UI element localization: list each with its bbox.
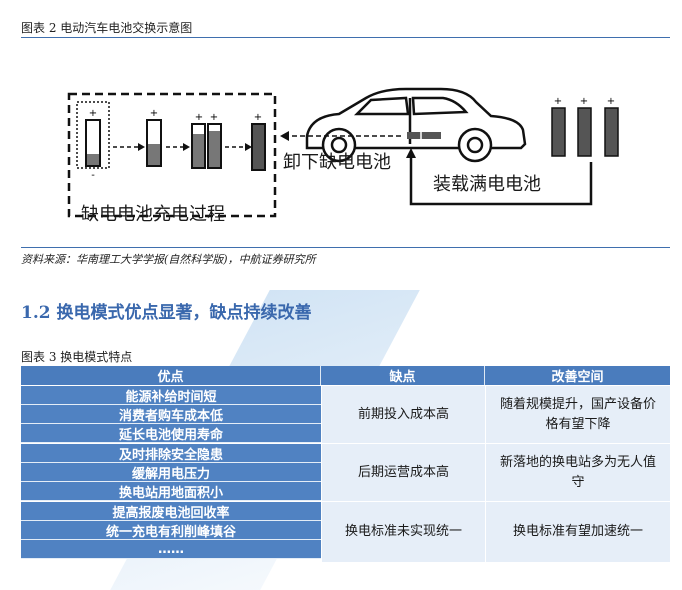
advantage-item: 换电站用地面积小 — [21, 482, 321, 501]
svg-text:+: + — [150, 108, 158, 119]
table-header-row: 优点 缺点 改善空间 — [21, 366, 670, 385]
svg-text:-: - — [91, 170, 95, 181]
table-row: 能源补给时间短 消费者购车成本低 延长电池使用寿命 前期投入成本高 随着规模提升… — [21, 385, 670, 443]
header-advantages: 优点 — [21, 366, 321, 385]
advantage-item: 缓解用电压力 — [21, 463, 321, 482]
table-caption: 图表 3 换电模式特点 — [21, 350, 133, 364]
car-battery-icon — [407, 132, 441, 139]
header-improvement: 改善空间 — [551, 370, 604, 385]
table-row: 提高报废电池回收率 统一充电有利削峰填谷 …… 换电标准未实现统一 换电标准有望… — [21, 501, 670, 562]
section-title: 1.2 换电模式优点显著，缺点持续改善 — [21, 303, 312, 323]
advantage-item: 能源补给时间短 — [21, 386, 321, 405]
improvement-cell: 新落地的换电站多为无人值守 — [485, 444, 670, 501]
load-label: 装载满电电池 — [433, 174, 541, 195]
load-arrow — [409, 156, 593, 206]
source-rule — [21, 247, 670, 248]
svg-text:+: + — [210, 112, 218, 123]
svg-text:+: + — [89, 108, 97, 119]
improvement-cell: 随着规模提升，国产设备价格有望下降 — [485, 386, 670, 443]
features-table: 优点 缺点 改善空间 能源补给时间短 消费者购车成本低 延长电池使用寿命 前期投… — [21, 366, 670, 562]
disadvantage-cell: 换电标准未实现统一 — [321, 502, 485, 562]
source-note: 资料来源：华南理工大学学报(自然科学版)，中航证券研究所 — [21, 253, 316, 266]
first-battery-box — [76, 101, 110, 169]
svg-text:+: + — [554, 96, 562, 107]
battery-icon-full: + — [251, 112, 266, 171]
advantages-cell-group: 提高报废电池回收率 统一充电有利削峰填谷 …… — [21, 502, 321, 562]
figure-caption: 图表 2 电动汽车电池交换示意图 — [21, 21, 193, 35]
disadvantage-cell: 前期投入成本高 — [321, 386, 485, 443]
caption-rule — [21, 37, 670, 38]
header-disadvantages: 缺点 — [321, 366, 485, 385]
advantage-item: 统一充电有利削峰填谷 — [21, 521, 321, 540]
full-battery-set: + + + — [551, 96, 619, 157]
charging-process-box — [67, 92, 277, 218]
advantages-cell-group: 能源补给时间短 消费者购车成本低 延长电池使用寿命 — [21, 386, 321, 443]
advantage-item: 及时排除安全隐患 — [21, 444, 321, 463]
battery-icon-charging-1: + — [146, 108, 162, 167]
charging-process-label: 缺电电池充电过程 — [81, 204, 225, 225]
svg-text:+: + — [607, 96, 615, 107]
battery-icon-charging-2: + + — [191, 112, 222, 169]
improvement-cell: 换电标准有望加速统一 — [485, 502, 670, 562]
advantage-item: 消费者购车成本低 — [21, 405, 321, 424]
advantage-item: 延长电池使用寿命 — [21, 424, 321, 443]
disadvantage-cell: 后期运营成本高 — [321, 444, 485, 501]
advantage-item: 提高报废电池回收率 — [21, 502, 321, 521]
svg-text:+: + — [254, 112, 262, 123]
advantage-item: …… — [21, 540, 321, 559]
table-row: 及时排除安全隐患 缓解用电压力 换电站用地面积小 后期运营成本高 新落地的换电站… — [21, 443, 670, 501]
svg-text:+: + — [195, 112, 203, 123]
unload-label: 卸下缺电电池 — [283, 152, 391, 173]
battery-icon-low: + - — [85, 108, 101, 181]
car-icon — [305, 87, 527, 163]
advantages-cell-group: 及时排除安全隐患 缓解用电压力 换电站用地面积小 — [21, 444, 321, 501]
svg-text:+: + — [580, 96, 588, 107]
battery-swap-diagram: + - + + + + 缺电电池充电过程 卸下 — [67, 87, 619, 225]
